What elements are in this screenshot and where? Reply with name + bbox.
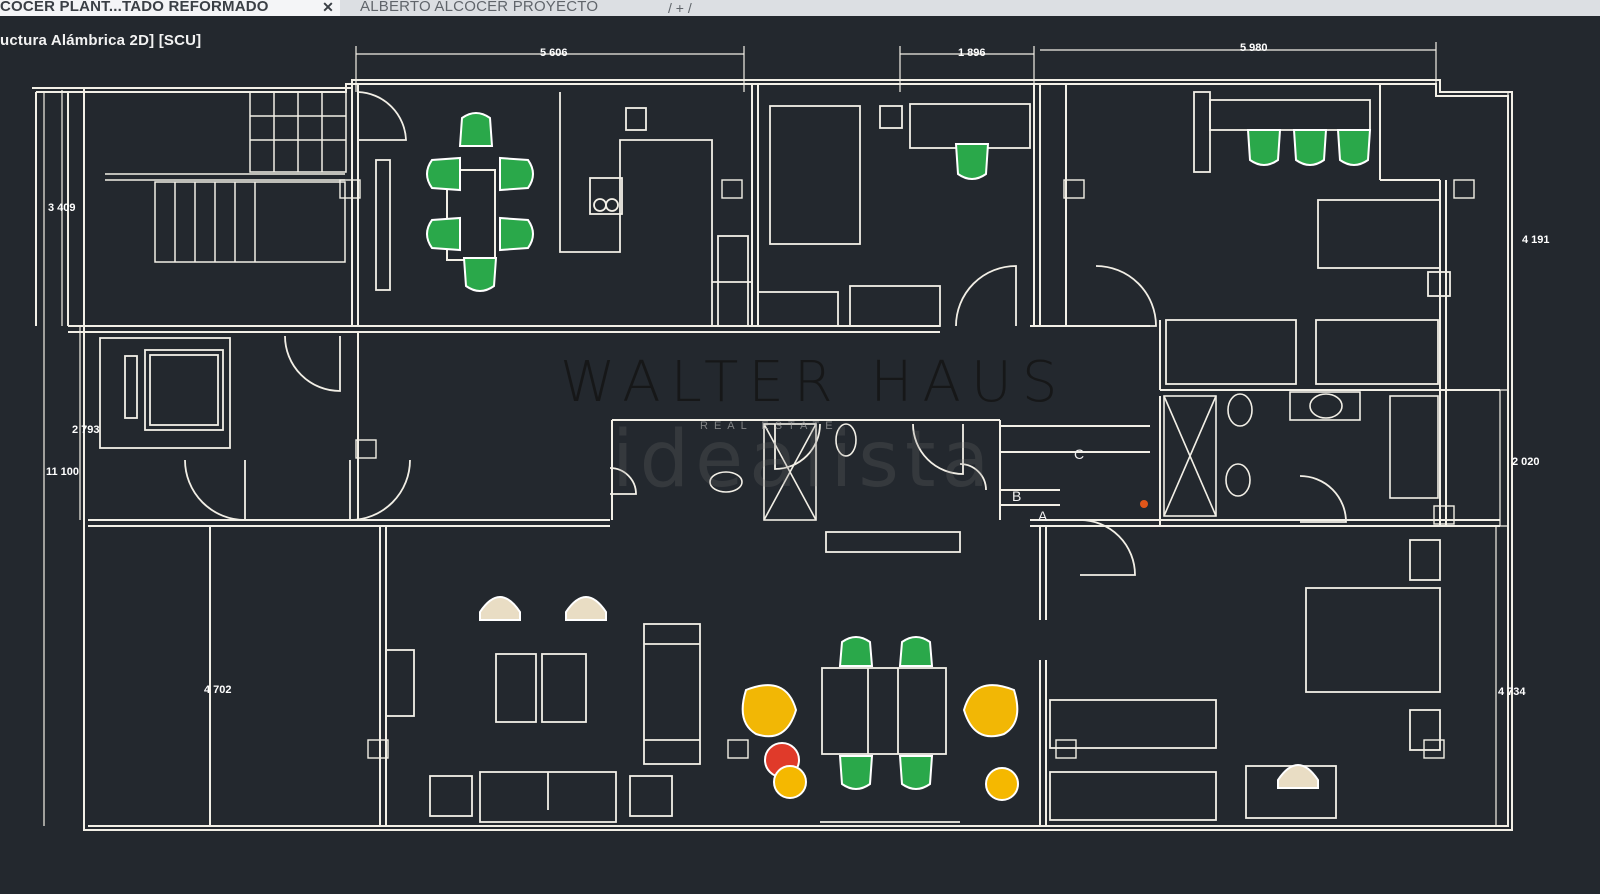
dimension-left-3: 11 100 (46, 466, 80, 478)
door-swings (184, 91, 1347, 576)
interior-walls (68, 84, 1500, 826)
portal-watermark: idealista (612, 415, 996, 505)
room-label-b: B (1012, 488, 1022, 504)
dimension-lines (43, 42, 1509, 826)
dimension-top-3: 5 980 (1240, 42, 1268, 54)
chairs-beige (479, 596, 1319, 789)
living-room-furniture (385, 531, 961, 823)
tab-label: ALBERTO ALCOCER PROYECTO (360, 0, 599, 15)
chairs-green (426, 112, 1372, 790)
dimension-left-2: 2 793 (72, 424, 100, 436)
stools (764, 742, 1019, 801)
dimension-top-2: 1 896 (958, 47, 986, 59)
tab-label: COCER PLANT...TADO REFORMADO (0, 0, 269, 15)
kitchen (375, 92, 752, 327)
room-label-a: A (1038, 508, 1048, 524)
room-label-c: C (1074, 446, 1085, 462)
stairs (105, 91, 347, 263)
plus-icon[interactable]: / + / (668, 0, 692, 16)
dimension-left-1: 3 409 (48, 202, 76, 214)
close-icon[interactable]: ✕ (322, 0, 334, 15)
elevator (99, 337, 231, 449)
structural-columns (339, 179, 1475, 759)
dimension-top-1: 5 606 (540, 47, 568, 59)
sensor-marker (1140, 500, 1148, 508)
brand-watermark: WALTER HAUS (560, 350, 1068, 415)
floor-plan-drawing[interactable] (0, 20, 1600, 894)
brand-watermark-sub: REAL ESTATE (700, 420, 839, 432)
bathroom-fixtures (709, 391, 1439, 521)
dimension-right-2: 2 020 (1512, 456, 1540, 468)
viewport-label[interactable]: uctura Alámbrica 2D] [SCU] (0, 32, 202, 49)
tab-active[interactable]: COCER PLANT...TADO REFORMADO ✕ (0, 0, 340, 16)
tab-bar: COCER PLANT...TADO REFORMADO ✕ ALBERTO A… (0, 0, 1600, 16)
dimension-left-4: 4 702 (204, 684, 232, 696)
armchairs-yellow (741, 684, 1019, 738)
tab-project[interactable]: ALBERTO ALCOCER PROYECTO (360, 0, 660, 16)
dimension-right-1: 4 191 (1522, 234, 1550, 246)
dimension-right-3: 4 734 (1498, 686, 1526, 698)
